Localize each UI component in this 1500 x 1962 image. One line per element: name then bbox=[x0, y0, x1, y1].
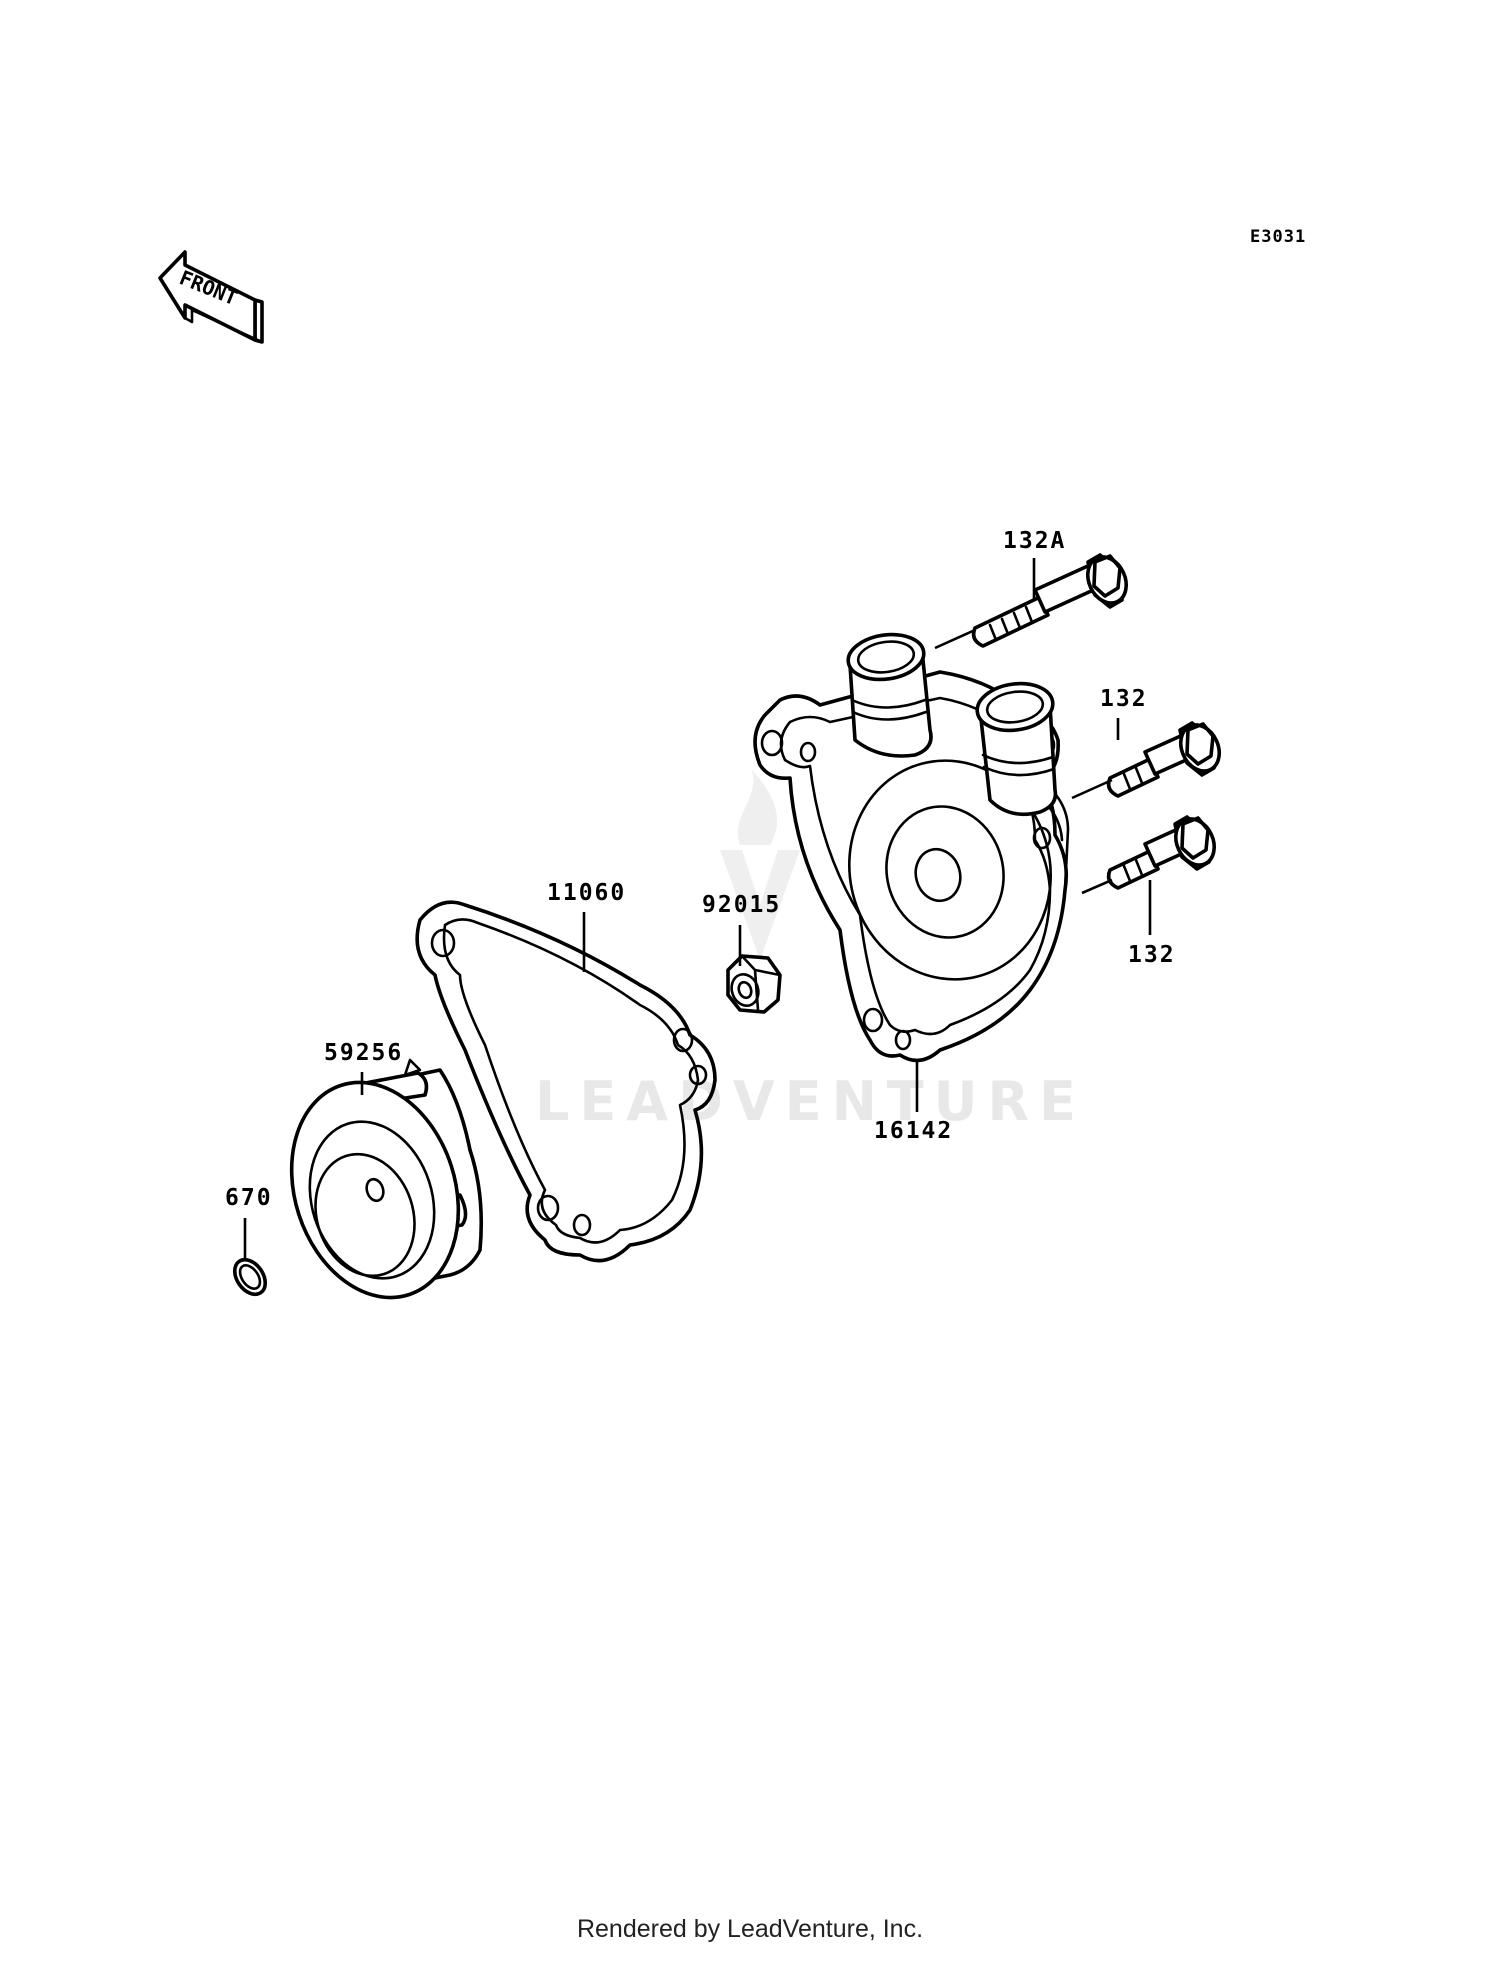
impeller-59256 bbox=[289, 1058, 484, 1300]
bolt-132-lower bbox=[1106, 815, 1217, 890]
callout-670: 670 bbox=[225, 1185, 273, 1211]
bolt-132-upper bbox=[1106, 721, 1222, 798]
bolt-132a bbox=[971, 553, 1129, 648]
nut-92015 bbox=[726, 954, 782, 1014]
leader-lines bbox=[243, 558, 1152, 1260]
watermark: LEADVENTURE bbox=[535, 770, 1086, 1133]
pump-cover-16142 bbox=[753, 632, 1070, 1063]
callout-59256: 59256 bbox=[324, 1040, 403, 1066]
front-arrow-icon: FRONT bbox=[158, 250, 264, 344]
gasket-11060 bbox=[415, 900, 717, 1263]
callout-132-lower: 132 bbox=[1128, 942, 1176, 968]
callout-92015: 92015 bbox=[702, 892, 781, 918]
callout-16142: 16142 bbox=[874, 1118, 953, 1144]
callout-132a: 132A bbox=[1003, 528, 1066, 554]
watermark-text: LEADVENTURE bbox=[535, 1070, 1086, 1133]
diagram-code: E3031 bbox=[1250, 227, 1306, 247]
callout-11060: 11060 bbox=[547, 880, 626, 906]
o-ring-670 bbox=[232, 1257, 268, 1297]
callout-132-upper: 132 bbox=[1100, 686, 1148, 712]
footer-credit: Rendered by LeadVenture, Inc. bbox=[576, 1915, 924, 1943]
